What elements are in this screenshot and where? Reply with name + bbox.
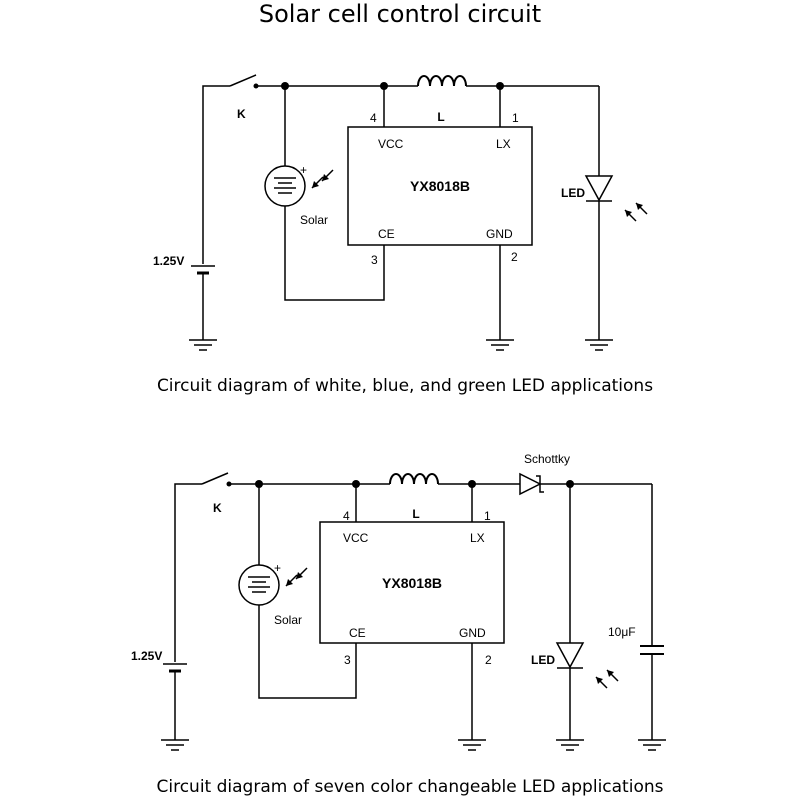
solar-cell-icon [264,165,306,207]
wire [174,483,202,730]
plus-sign: + [300,163,307,177]
switch-k [229,74,257,87]
battery-icon [163,662,187,673]
switch-k [201,472,229,485]
chip-name: YX8018B [382,575,442,591]
pin-gnd-label: GND [459,626,486,640]
inductor-icon [417,75,467,87]
circuit-diagram-2: K L Schottky + Solar [131,452,667,797]
inductor-label: L [437,110,444,124]
capacitor-label: 10μF [608,625,636,639]
circuit-diagram-1: K L + Solar 1.25V [153,74,653,396]
led-icon [555,642,585,669]
wire [202,85,230,330]
caption-2: Circuit diagram of seven color changeabl… [157,777,664,797]
battery-label: 1.25V [153,254,184,268]
pin-vcc-label: VCC [343,531,369,545]
pin-lx-label: LX [496,137,511,151]
battery-label: 1.25V [131,649,162,663]
inductor-label: L [412,507,419,521]
led-label: LED [531,653,555,667]
inductor-icon [389,473,439,485]
pin-4-number: 4 [370,111,377,125]
capacitor-icon [640,645,664,655]
pin-1-number: 1 [512,111,519,125]
pin-3-number: 3 [371,253,378,267]
chip-name: YX8018B [410,178,470,194]
pin-ce-label: CE [349,626,366,640]
pin-vcc-label: VCC [378,137,404,151]
switch-label: K [237,107,246,121]
pin-4-number: 4 [343,509,350,523]
switch-label: K [213,501,222,515]
wire [258,605,357,699]
solar-cell-icon [238,564,280,606]
pin-ce-label: CE [378,227,395,241]
chip-yx8018b [319,521,505,644]
pin-2-number: 2 [485,653,492,667]
chip-yx8018b [347,126,533,246]
pin-gnd-label: GND [486,227,513,241]
schottky-label: Schottky [524,452,570,466]
wire [284,206,385,301]
pin-lx-label: LX [470,531,485,545]
led-icon [584,175,614,202]
caption-1: Circuit diagram of white, blue, and gree… [157,376,653,396]
pin-2-number: 2 [511,250,518,264]
pin-1-number: 1 [484,509,491,523]
led-label: LED [561,186,585,200]
battery-icon [191,264,215,275]
plus-sign: + [274,561,281,575]
page-title: Solar cell control circuit [259,0,541,28]
solar-label: Solar [274,613,302,627]
solar-label: Solar [300,213,328,227]
pin-3-number: 3 [344,653,351,667]
